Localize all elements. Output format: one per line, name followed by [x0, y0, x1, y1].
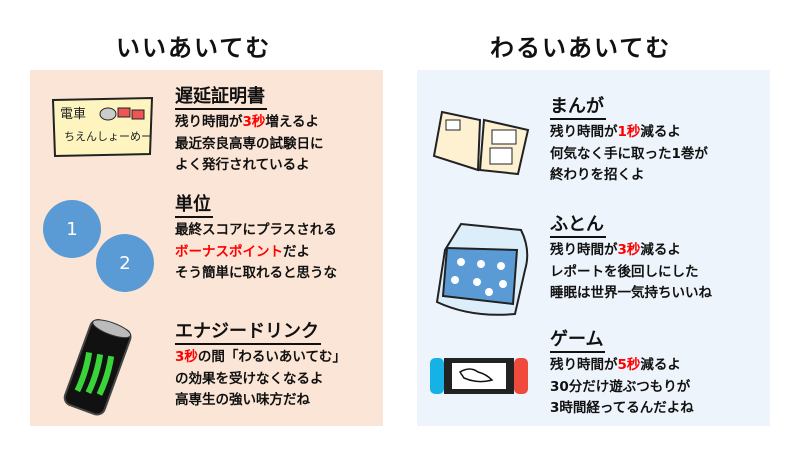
manga-book-icon	[432, 110, 530, 176]
highlight-text: 3秒	[242, 114, 266, 130]
good-items-heading: いいあいてむ	[116, 34, 272, 62]
highlight-text: 5秒	[617, 357, 641, 373]
item-description-line: 高専生の強い味方だね	[175, 390, 346, 412]
item-futon: ふとん残り時間が3秒減るよレポートを後回しにした睡眠は世界一気持ちいいね	[550, 214, 712, 305]
description-text: 何気なく手に取った1巻が	[550, 145, 708, 162]
item-description-line: 残り時間が3秒増えるよ	[175, 112, 324, 134]
item-description-line: レポートを後回しにした	[550, 262, 712, 284]
item-title: ゲーム	[550, 329, 606, 353]
item-description-line: そう簡単に取れると思うな	[175, 263, 337, 285]
description-text: 30分だけ遊ぶつもりが	[550, 378, 691, 395]
credit-circle-label: 2	[119, 252, 131, 274]
item-description-line: 残り時間が1秒減るよ	[550, 122, 708, 144]
item-description-line: 最近奈良高専の試験日に	[175, 134, 324, 156]
bad-items-heading: わるいあいてむ	[490, 34, 672, 62]
item-title: ふとん	[550, 214, 606, 238]
item-description-line: 3時間経ってるんだよね	[550, 398, 694, 420]
svg-text:電車: 電車	[60, 107, 86, 122]
description-text: 終わりを招くよ	[550, 167, 645, 183]
item-description-line: よく発行されているよ	[175, 155, 324, 177]
item-description-line: 30分だけ遊ぶつもりが	[550, 377, 694, 399]
good-items-panel: 電車 ちえんしょーめー 遅延証明書残り時間が3秒増えるよ最近奈良高専の試験日によ…	[30, 70, 383, 426]
description-text: の間「わるいあいてむ」	[197, 349, 347, 365]
description-text: 増えるよ	[265, 114, 320, 130]
description-text: 残り時間が	[550, 357, 618, 373]
description-text: よく発行されているよ	[175, 157, 310, 173]
item-credit: 単位最終スコアにプラスされるボーナスポイントだよそう簡単に取れると思うな	[175, 194, 337, 285]
train-delay-certificate-icon: 電車 ちえんしょーめー	[51, 96, 154, 158]
credit-circle-icon: 2	[96, 234, 154, 292]
item-title: 遅延証明書	[175, 86, 267, 110]
description-text: レポートを後回しにした	[550, 263, 699, 280]
description-text: 残り時間が	[550, 242, 618, 258]
item-description-line: 最終スコアにプラスされる	[175, 220, 337, 242]
svg-text:ちえんしょーめー: ちえんしょーめー	[64, 130, 152, 143]
description-text: 最終スコアにプラスされる	[175, 222, 337, 238]
description-text: の効果を受けなくなるよ	[175, 370, 324, 387]
highlight-text: 3秒	[175, 349, 198, 365]
highlight-text: 3秒	[617, 242, 641, 258]
description-text: 睡眠は世界一気持ちいいね	[550, 285, 712, 301]
item-description-line: 残り時間が5秒減るよ	[550, 355, 694, 377]
item-description-line: の効果を受けなくなるよ	[175, 369, 346, 391]
credit-circle-label: 1	[66, 218, 78, 240]
description-text: 高専生の強い味方だね	[175, 392, 310, 408]
description-text: 減るよ	[640, 124, 681, 140]
description-text: そう簡単に取れると思うな	[175, 265, 337, 281]
description-text: 減るよ	[640, 357, 681, 373]
description-text: 減るよ	[640, 242, 681, 258]
highlight-text: ボーナスポイント	[175, 243, 283, 260]
futon-icon	[435, 222, 529, 316]
energy-drink-can-icon	[63, 319, 132, 416]
credit-circle-icon: 1	[43, 200, 101, 258]
highlight-text: 1秒	[617, 124, 641, 140]
item-description-line: 何気なく手に取った1巻が	[550, 144, 708, 166]
item-description-line: 睡眠は世界一気持ちいいね	[550, 283, 712, 305]
description-text: だよ	[283, 243, 310, 260]
description-text: 残り時間が	[175, 114, 243, 130]
item-description-line: ボーナスポイントだよ	[175, 242, 337, 264]
description-text: 残り時間が	[550, 124, 618, 140]
item-description-line: 終わりを招くよ	[550, 165, 708, 187]
item-title: まんが	[550, 96, 606, 120]
description-text: 最近奈良高専の試験日に	[175, 135, 324, 152]
description-text: 3時間経ってるんだよね	[550, 400, 694, 416]
item-description-line: 残り時間が3秒減るよ	[550, 240, 712, 262]
item-manga: まんが残り時間が1秒減るよ何気なく手に取った1巻が終わりを招くよ	[550, 96, 708, 187]
bad-items-panel: まんが残り時間が1秒減るよ何気なく手に取った1巻が終わりを招くよ ふとん残り時間…	[417, 70, 770, 426]
item-title: 単位	[175, 194, 213, 218]
item-description-line: 3秒の間「わるいあいてむ」	[175, 347, 346, 369]
item-title: エナジードリンク	[175, 321, 321, 345]
item-train-delay-certificate: 遅延証明書残り時間が3秒増えるよ最近奈良高専の試験日によく発行されているよ	[175, 86, 324, 177]
game-console-icon	[430, 358, 528, 394]
